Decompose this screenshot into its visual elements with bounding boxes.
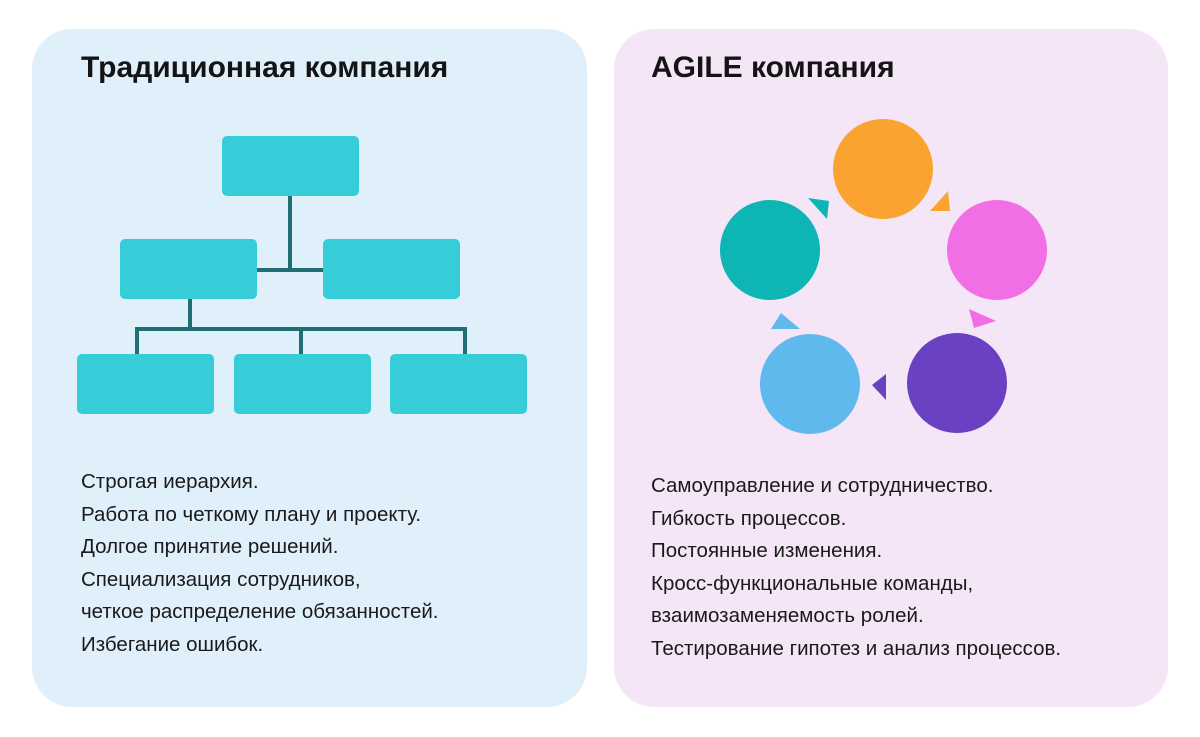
org-box-bottom-left <box>77 354 214 414</box>
traditional-feature-line: Специализация сотрудников, <box>81 567 361 591</box>
cycle-circle-teal <box>720 200 820 300</box>
agile-cycle-diagram <box>720 119 1047 434</box>
arrow-orange-to-pink-icon <box>930 191 950 211</box>
traditional-feature-line: Строгая иерархия. <box>81 470 259 493</box>
org-chart-connectors <box>135 195 467 355</box>
org-chart-diagram <box>77 136 527 414</box>
cycle-circle-light-blue <box>760 334 860 434</box>
agile-company-panel: AGILE компания Самоуправление и сотрудни… <box>614 29 1168 707</box>
cycle-circle-pink <box>947 200 1047 300</box>
org-chart-boxes <box>77 136 527 414</box>
agile-feature-line: Тестирование гипотез и анализ процессов. <box>651 636 1062 660</box>
arrow-pink-to-purple-icon <box>969 309 996 328</box>
agile-company-title: AGILE компания <box>651 51 895 84</box>
agile-feature-line: Постоянные изменения. <box>651 539 883 562</box>
org-box-middle-right <box>323 239 460 299</box>
agile-feature-line: взаимозаменяемость ролей. <box>651 604 924 627</box>
agile-feature-line: Кросс-функциональные команды, <box>651 571 974 595</box>
agile-features-list: Самоуправление и сотрудничество. Гибкост… <box>651 470 1061 665</box>
traditional-feature-line: Долгое принятие решений. <box>81 535 339 558</box>
agile-cycle-circles <box>720 119 1047 434</box>
cycle-circle-purple <box>907 333 1007 433</box>
org-box-bottom-right <box>390 354 527 414</box>
cycle-circle-orange <box>833 119 933 219</box>
org-box-top <box>222 136 359 196</box>
traditional-company-panel: Традиционная компания Строгая иерархия. … <box>32 29 587 707</box>
agile-feature-line: Самоуправление и сотрудничество. <box>651 474 994 497</box>
agile-cycle-arrows <box>771 191 996 400</box>
traditional-feature-line: Работа по четкому плану и проекту. <box>81 502 422 526</box>
agile-feature-line: Гибкость процессов. <box>651 506 847 530</box>
traditional-feature-line: Избегание ошибок. <box>81 632 264 656</box>
arrow-purple-to-light-blue-icon <box>872 374 886 400</box>
traditional-company-title: Традиционная компания <box>81 51 449 84</box>
org-box-bottom-center <box>234 354 371 414</box>
traditional-feature-line: четкое распределение обязанностей. <box>81 600 439 623</box>
arrow-teal-to-orange-icon <box>808 198 829 219</box>
arrow-light-blue-to-teal-icon <box>771 313 800 329</box>
traditional-features-list: Строгая иерархия. Работа по четкому план… <box>81 466 439 661</box>
org-box-middle-left <box>120 239 257 299</box>
